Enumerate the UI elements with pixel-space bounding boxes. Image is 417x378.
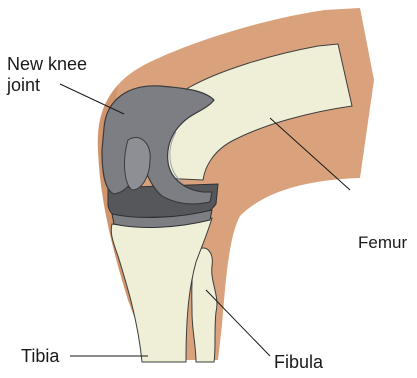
label-fibula: Fibula	[274, 352, 323, 373]
label-new-knee-joint: New knee joint	[7, 54, 87, 96]
label-tibia: Tibia	[21, 346, 59, 367]
label-femur: Femur	[358, 232, 407, 253]
label-new-knee-joint-line2: joint	[7, 75, 87, 96]
label-new-knee-joint-line1: New knee	[7, 54, 87, 75]
